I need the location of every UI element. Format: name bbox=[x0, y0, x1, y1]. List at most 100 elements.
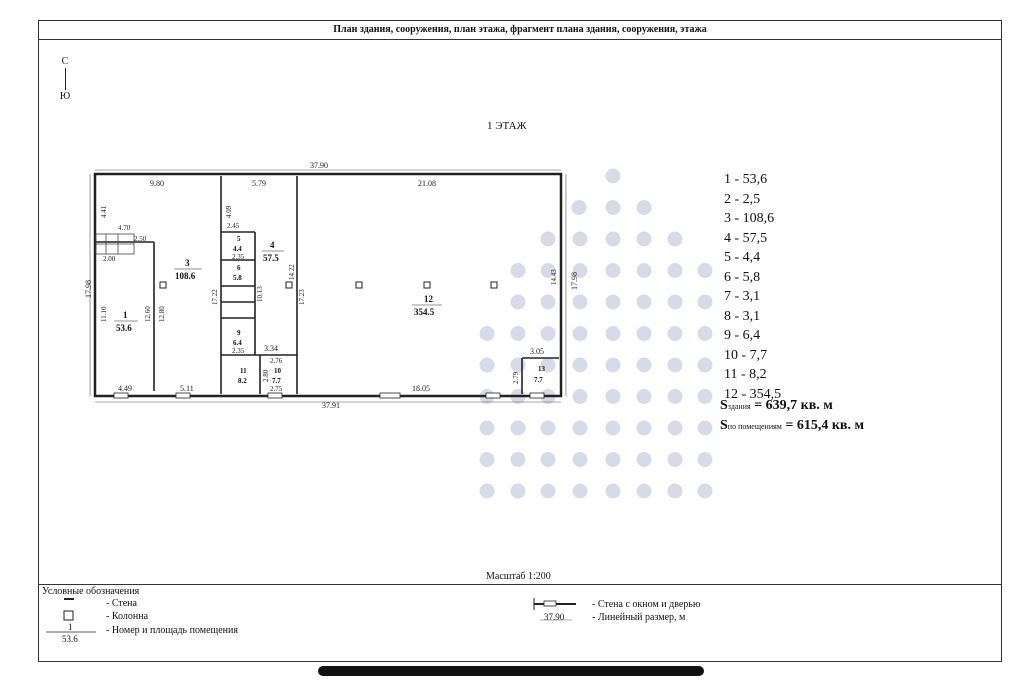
plan-sheet: План здания, сооружения, план этажа, фра… bbox=[38, 20, 1002, 662]
legend-title: Условные обозначения bbox=[42, 586, 140, 597]
dim-1723: 17.23 bbox=[298, 289, 306, 305]
small-cubicles bbox=[95, 233, 135, 255]
legend-room: - Номер и площадь помещения bbox=[106, 625, 238, 636]
dim-1280: 12.80 bbox=[158, 306, 166, 322]
dim-right-h: 17.98 bbox=[570, 272, 579, 290]
dim-235a: 2.35 bbox=[232, 253, 245, 261]
dim-1422: 14.22 bbox=[288, 264, 296, 280]
dim-top-c: 21.08 bbox=[418, 179, 436, 188]
dim-top-b: 5.79 bbox=[252, 179, 266, 188]
svg-text:354.5: 354.5 bbox=[414, 307, 435, 317]
legend-linear: - Линейный размер, м bbox=[592, 612, 686, 623]
dim-409: 4.09 bbox=[225, 205, 233, 218]
svg-text:3: 3 bbox=[185, 258, 190, 268]
dim-top-total: 37.90 bbox=[310, 161, 328, 170]
totals: Sздания = 639,7 кв. м Sпо помещениям = 6… bbox=[720, 396, 864, 436]
room-label-5: 5 4.4 bbox=[233, 235, 242, 253]
svg-text:4.4: 4.4 bbox=[233, 245, 242, 253]
room-label-6: 6 5.8 bbox=[233, 264, 242, 282]
room-label-11: 11 8.2 bbox=[238, 367, 247, 385]
svg-text:11: 11 bbox=[240, 367, 247, 375]
dim-left-h: 17.98 bbox=[84, 280, 93, 298]
columns bbox=[159, 281, 498, 289]
dim-275: 2.75 bbox=[270, 385, 283, 393]
dim-449: 4.49 bbox=[118, 384, 132, 393]
room-label-10: 10 7.7 bbox=[272, 367, 282, 385]
column-symbol-icon bbox=[63, 610, 74, 621]
dim-245: 2.45 bbox=[227, 222, 240, 230]
dim-1110: 11.10 bbox=[100, 306, 108, 322]
svg-text:4: 4 bbox=[270, 240, 275, 250]
dim-280: 2.80 bbox=[262, 369, 270, 382]
dim-1013: 10.13 bbox=[256, 286, 264, 302]
compass: С Ю bbox=[58, 56, 72, 102]
home-indicator[interactable] bbox=[318, 666, 704, 676]
legend-room-area: 53.6 bbox=[62, 634, 78, 644]
dim-bottom-total: 37.91 bbox=[322, 401, 340, 410]
dim-305: 3.05 bbox=[530, 347, 544, 356]
dim-1722: 17.22 bbox=[211, 289, 219, 305]
room-area-item: 1 - 53,6 bbox=[724, 172, 768, 187]
room-area-item: 11 - 8,2 bbox=[724, 367, 767, 382]
scale-label: Масштаб 1:200 bbox=[486, 571, 551, 582]
room-label-12: 12 354.5 bbox=[412, 294, 442, 317]
room-label-3: 3 108.6 bbox=[174, 258, 202, 281]
room-area-item: 2 - 2,5 bbox=[724, 191, 761, 207]
dim-334: 3.34 bbox=[264, 344, 278, 353]
room-label-4: 4 57.5 bbox=[262, 240, 284, 263]
legend-wall: - Стена bbox=[106, 598, 137, 609]
dim-1443: 14.43 bbox=[550, 269, 558, 285]
interior-walls bbox=[95, 176, 559, 394]
sheet-title: План здания, сооружения, план этажа, фра… bbox=[39, 21, 1001, 40]
legend-divider bbox=[38, 584, 1002, 585]
svg-text:9: 9 bbox=[237, 329, 241, 337]
svg-text:5.8: 5.8 bbox=[233, 274, 242, 282]
dim-276: 2.76 bbox=[270, 357, 283, 365]
floor-title: 1 ЭТАЖ bbox=[487, 120, 527, 132]
svg-text:53.6: 53.6 bbox=[116, 323, 132, 333]
dim-441: 4.41 bbox=[100, 205, 108, 218]
legend-wall-window-door: - Стена с окном и дверью bbox=[592, 599, 701, 610]
legend-linear-sample: 37.90 bbox=[544, 612, 565, 622]
room-label-9: 9 6.4 bbox=[233, 329, 242, 347]
compass-north: С bbox=[61, 56, 69, 67]
svg-text:5: 5 bbox=[237, 235, 241, 243]
dim-1805: 18.05 bbox=[412, 384, 430, 393]
dim-1260: 12.60 bbox=[144, 306, 152, 322]
compass-line bbox=[64, 68, 66, 90]
dim-200: 2.00 bbox=[103, 255, 116, 263]
room-label-1: 1 53.6 bbox=[114, 310, 138, 333]
room-area-item: 5 - 4,4 bbox=[724, 250, 761, 265]
room-area-item: 12 - 354,5 bbox=[724, 386, 782, 402]
svg-text:108.6: 108.6 bbox=[175, 271, 196, 281]
svg-text:6: 6 bbox=[237, 264, 241, 272]
dim-511: 5.11 bbox=[180, 384, 194, 393]
svg-text:13: 13 bbox=[538, 365, 546, 373]
legend-column: - Колонна bbox=[106, 611, 149, 622]
room-area-item: 8 - 3,1 bbox=[724, 308, 761, 324]
room-area-item: 10 - 7,7 bbox=[724, 347, 768, 363]
outer-wall bbox=[93, 172, 563, 398]
compass-south: Ю bbox=[59, 91, 71, 102]
dimension-lines bbox=[89, 169, 567, 403]
room-area-item: 4 - 57,5 bbox=[724, 230, 768, 246]
svg-text:10: 10 bbox=[274, 367, 282, 375]
windows bbox=[113, 392, 545, 399]
svg-text:7.7: 7.7 bbox=[272, 377, 281, 385]
dimension-labels: 37.90 9.80 5.79 21.08 17.98 17.98 4.41 4… bbox=[84, 161, 579, 410]
room-label-13: 13 7.7 bbox=[534, 365, 546, 384]
total-rooms: Sпо помещениям = 615,4 кв. м bbox=[720, 418, 864, 433]
room-area-item: 9 - 6,4 bbox=[724, 328, 761, 343]
svg-text:12: 12 bbox=[424, 294, 434, 304]
dim-top-a: 9.80 bbox=[150, 179, 164, 188]
dim-250: 2.50 bbox=[134, 235, 147, 243]
svg-text:8.2: 8.2 bbox=[238, 377, 247, 385]
svg-text:1: 1 bbox=[123, 310, 128, 320]
svg-text:6.4: 6.4 bbox=[233, 339, 242, 347]
legend-room-num: 1 bbox=[68, 622, 73, 632]
room-labels: 1 53.6 3 108.6 4 57.5 5 4.4 6 5.8 9 6.4 … bbox=[114, 235, 546, 385]
